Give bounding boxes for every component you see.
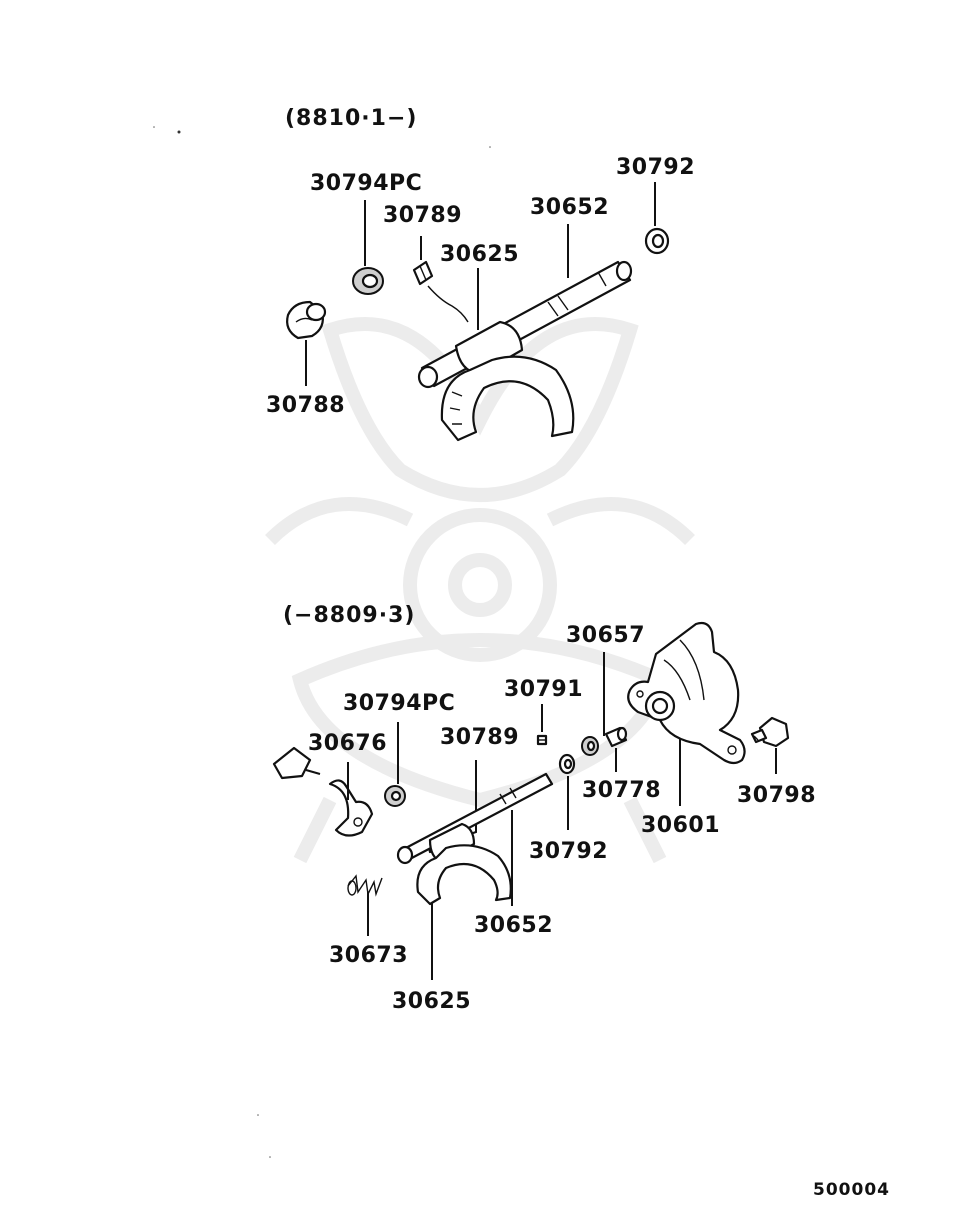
part-label: 30788 [266, 393, 345, 418]
seal-30657-icon [581, 736, 599, 756]
print-specks [153, 126, 491, 1158]
part-label: 30625 [440, 242, 519, 267]
part-label: 30601 [641, 813, 720, 838]
housing-30601-icon [627, 621, 746, 765]
seal-30794pc-icon [352, 267, 384, 295]
part-label: 30794PC [343, 691, 455, 716]
part-label: 30792 [616, 155, 695, 180]
part-label: 30657 [566, 623, 645, 648]
part-label: 30673 [329, 943, 408, 968]
part-label: 30625 [392, 989, 471, 1014]
switch-30676-icon [272, 746, 374, 837]
leader-line [427, 285, 469, 323]
shift-rail-with-fork-icon [396, 772, 554, 906]
section-upper: (8810·1−) 30788 30794PC 30789 [266, 106, 695, 442]
part-label: 30791 [504, 677, 583, 702]
washer-30792-icon [558, 753, 576, 775]
shift-rail-with-fork-icon [417, 260, 633, 442]
bushing-30778-icon [604, 726, 628, 748]
part-label: 30798 [737, 783, 816, 808]
pin-30789-icon [412, 260, 434, 286]
washer-30792-icon [644, 227, 670, 255]
part-label: 30676 [308, 731, 387, 756]
part-label: 30652 [474, 913, 553, 938]
section-header-upper: (8810·1−) [285, 106, 417, 131]
section-header-lower: (−8809·3) [283, 603, 415, 628]
part-label: 30789 [440, 725, 519, 750]
plug-30788-icon [286, 300, 327, 340]
bolt-30798-icon [750, 716, 790, 748]
plug-30791-icon [536, 734, 548, 746]
part-label: 30794PC [310, 171, 422, 196]
part-label: 30792 [529, 839, 608, 864]
part-label: 30789 [383, 203, 462, 228]
diagram-code: 500004 [813, 1180, 890, 1200]
spring-30673-icon [347, 874, 383, 897]
part-label: 30778 [582, 778, 661, 803]
part-label: 30652 [530, 195, 609, 220]
seal-30794pc-icon [384, 785, 406, 807]
section-lower: (−8809·3) 30676 30673 30794PC 30789 [272, 603, 816, 1014]
